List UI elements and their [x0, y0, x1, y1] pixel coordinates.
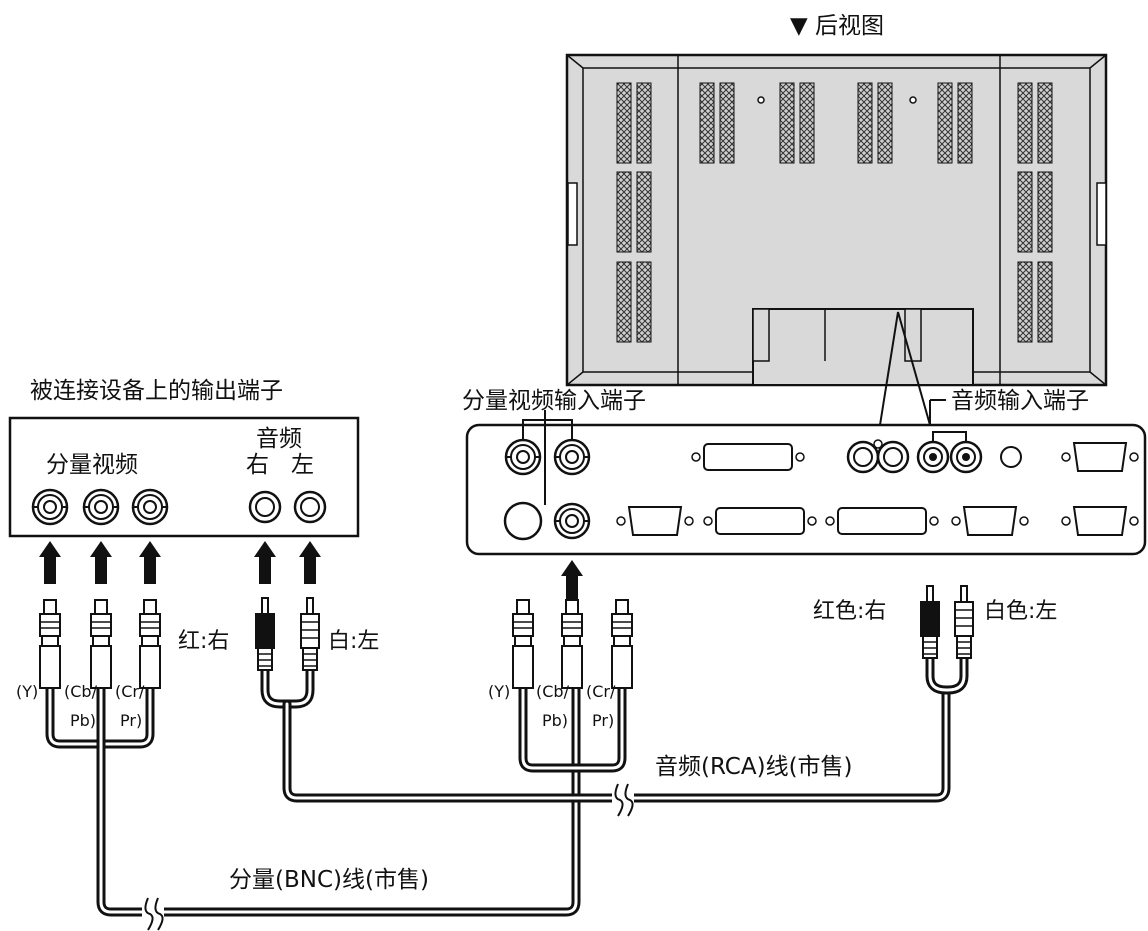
left-cb-label-2: Pb) — [70, 711, 96, 730]
panel-rca-jack — [876, 440, 910, 474]
bnc-plug-cr — [139, 599, 161, 689]
left-y-label: (Y) — [16, 682, 38, 701]
arrow-up-icon — [254, 541, 276, 584]
right-cb-label-1: (Cb/ — [536, 682, 570, 701]
arrow-up-icon — [39, 541, 61, 584]
audio-bracket — [932, 431, 967, 442]
display-rear-panel — [565, 53, 1108, 387]
panel-dsub-connector — [703, 507, 817, 535]
panel-bnc-cb-jack — [553, 438, 591, 476]
bnc-plug-y — [512, 599, 534, 689]
left-cr-label-1: (Cr/ — [115, 682, 145, 701]
rca-plug-red — [255, 597, 275, 671]
cable-runs — [45, 653, 969, 917]
source-rca-right-jack — [248, 490, 282, 524]
cable-break-mark — [612, 783, 634, 817]
bnc-plug-y — [39, 599, 61, 689]
panel-rca-jack — [846, 440, 880, 474]
panel-round-connector — [503, 501, 543, 541]
bnc-plug-cb — [561, 599, 583, 689]
rear-view-marker: ▼ — [790, 13, 808, 39]
source-component-label: 分量视频 — [46, 452, 138, 478]
source-audio-left: 左 — [291, 452, 314, 478]
rear-view-title: 后视图 — [815, 13, 884, 39]
source-device-title: 被连接设备上的输出端子 — [30, 378, 283, 404]
right-cb-label-2: Pb) — [542, 711, 568, 730]
rca-plug-white — [300, 597, 320, 671]
panel-audio-in-label: 音频输入端子 — [951, 388, 1089, 414]
arrow-up-icon — [90, 541, 112, 584]
arrow-up-icon — [561, 560, 583, 603]
right-y-label: (Y) — [488, 682, 510, 701]
source-bnc-y-jack — [31, 488, 69, 526]
left-white-left-label: 白:左 — [328, 629, 379, 654]
arrow-up-icon — [299, 541, 321, 584]
component-bracket — [522, 419, 573, 440]
source-bnc-cb-jack — [82, 488, 120, 526]
cable-break-mark — [142, 897, 164, 931]
panel-component-in-label: 分量视频输入端子 — [462, 388, 646, 414]
zoom-callout — [879, 311, 931, 426]
panel-dsub-connector — [691, 443, 805, 471]
panel-bnc-y-jack — [504, 438, 542, 476]
panel-led — [873, 439, 883, 449]
source-audio-label: 音频 — [256, 426, 302, 452]
right-white-left-label: 白色:左 — [984, 599, 1057, 624]
left-cb-label-1: (Cb/ — [64, 682, 98, 701]
component-cable-label: 分量(BNC)线(市售) — [229, 867, 429, 893]
right-red-right-label: 红色:右 — [813, 599, 886, 624]
panel-audio-ring — [962, 453, 970, 461]
rca-plug-red — [920, 585, 940, 659]
arrow-up-icon — [139, 541, 161, 584]
bnc-plug-cr — [611, 599, 633, 689]
panel-bnc-cr-jack — [553, 502, 591, 540]
left-red-right-label: 红:右 — [178, 629, 229, 654]
right-cr-label-1: (Cr/ — [586, 682, 616, 701]
right-cr-label-2: Pr) — [592, 711, 614, 730]
panel-mini-jack — [1000, 446, 1022, 468]
rca-plug-white — [954, 585, 974, 659]
audio-cable-label: 音频(RCA)线(市售) — [655, 754, 853, 780]
left-cr-label-2: Pr) — [120, 711, 142, 730]
source-bnc-cr-jack — [131, 488, 169, 526]
source-rca-left-jack — [293, 490, 327, 524]
panel-audio-ring — [929, 453, 937, 461]
bnc-plug-cb — [90, 599, 112, 689]
panel-dsub-connector — [825, 507, 939, 535]
source-audio-right: 右 — [246, 452, 269, 478]
